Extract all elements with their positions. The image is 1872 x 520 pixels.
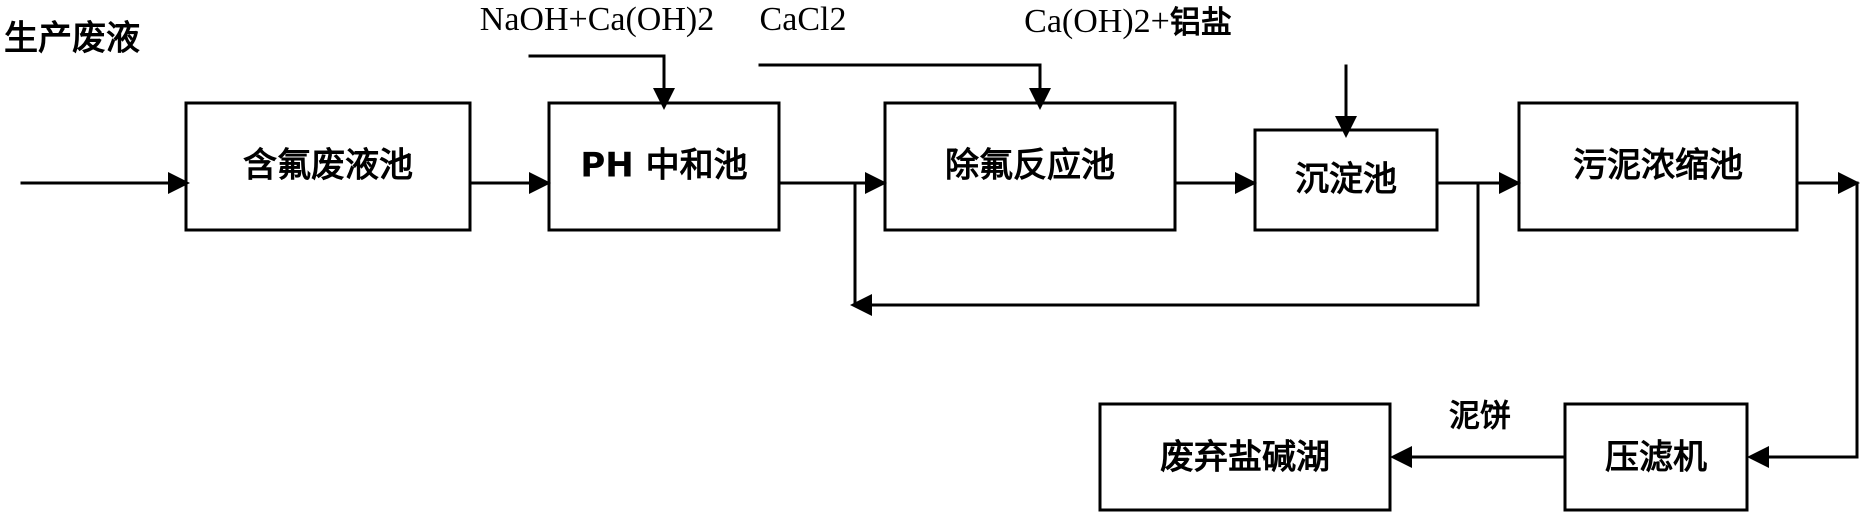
node-box-sludge-thickener[interactable] (1517, 101, 1799, 232)
reagent3-formula-part: Ca(OH)2+ (1024, 3, 1170, 40)
connector-thickener-to-filterpress (1767, 181, 1859, 459)
node-label-sedimentation-tank: 沉淀池 (1295, 160, 1397, 200)
arrowhead-filterpress-to-saltlake (1390, 446, 1412, 468)
connector-reagent1-dosing (528, 54, 666, 90)
edge-label-mud-cake: 泥饼 (1449, 399, 1511, 435)
arrowhead-defluor-to-sed (1235, 172, 1257, 194)
node-box-defluorination-reactor[interactable] (883, 101, 1177, 232)
node-box-fluoride-waste-pool[interactable] (184, 101, 472, 232)
reagent-label-naoh-caoh2: NaOH+Ca(OH)2 (480, 1, 714, 38)
node-label-abandoned-salt-lake: 废弃盐碱湖 (1160, 438, 1330, 478)
arrowhead-sed-to-thickener (1499, 172, 1521, 194)
connector-reagent2-dosing (758, 63, 1042, 90)
arrowhead-ph-to-defluor (865, 172, 887, 194)
node-label-defluorination-reactor: 除氟反应池 (945, 146, 1115, 186)
arrowhead-to-filterpress (1747, 446, 1769, 468)
input-stream-label: 生产废液 (4, 19, 140, 59)
node-label-filter-press: 压滤机 (1605, 438, 1707, 478)
node-box-sedimentation-tank[interactable] (1253, 128, 1439, 232)
reagent3-cjk-part: 铝盐 (1170, 5, 1232, 41)
arrowhead-reagent1-dosing (653, 88, 675, 110)
arrowhead-thickener-out (1838, 172, 1860, 194)
node-box-abandoned-salt-lake[interactable] (1098, 402, 1392, 512)
arrowhead-recycle-return (850, 294, 872, 316)
node-box-filter-press[interactable] (1563, 402, 1749, 512)
arrowhead-reagent3-dosing (1335, 116, 1357, 138)
node-label-sludge-thickener: 污泥浓缩池 (1573, 146, 1743, 186)
arrowhead-input-to-pool1 (168, 172, 190, 194)
node-label-ph-neutralization-pool: PH 中和池 (580, 146, 747, 186)
node-box-ph-neutralization-pool[interactable] (547, 101, 781, 232)
node-label-fluoride-waste-pool: 含氟废液池 (243, 146, 413, 186)
arrowhead-reagent2-dosing (1029, 88, 1051, 110)
reagent-label-caoh2-aluminium-salt: Ca(OH)2+铝盐 (1024, 3, 1232, 41)
reagent-label-cacl2: CaCl2 (760, 1, 847, 38)
arrowhead-pool1-to-ph (529, 172, 551, 194)
